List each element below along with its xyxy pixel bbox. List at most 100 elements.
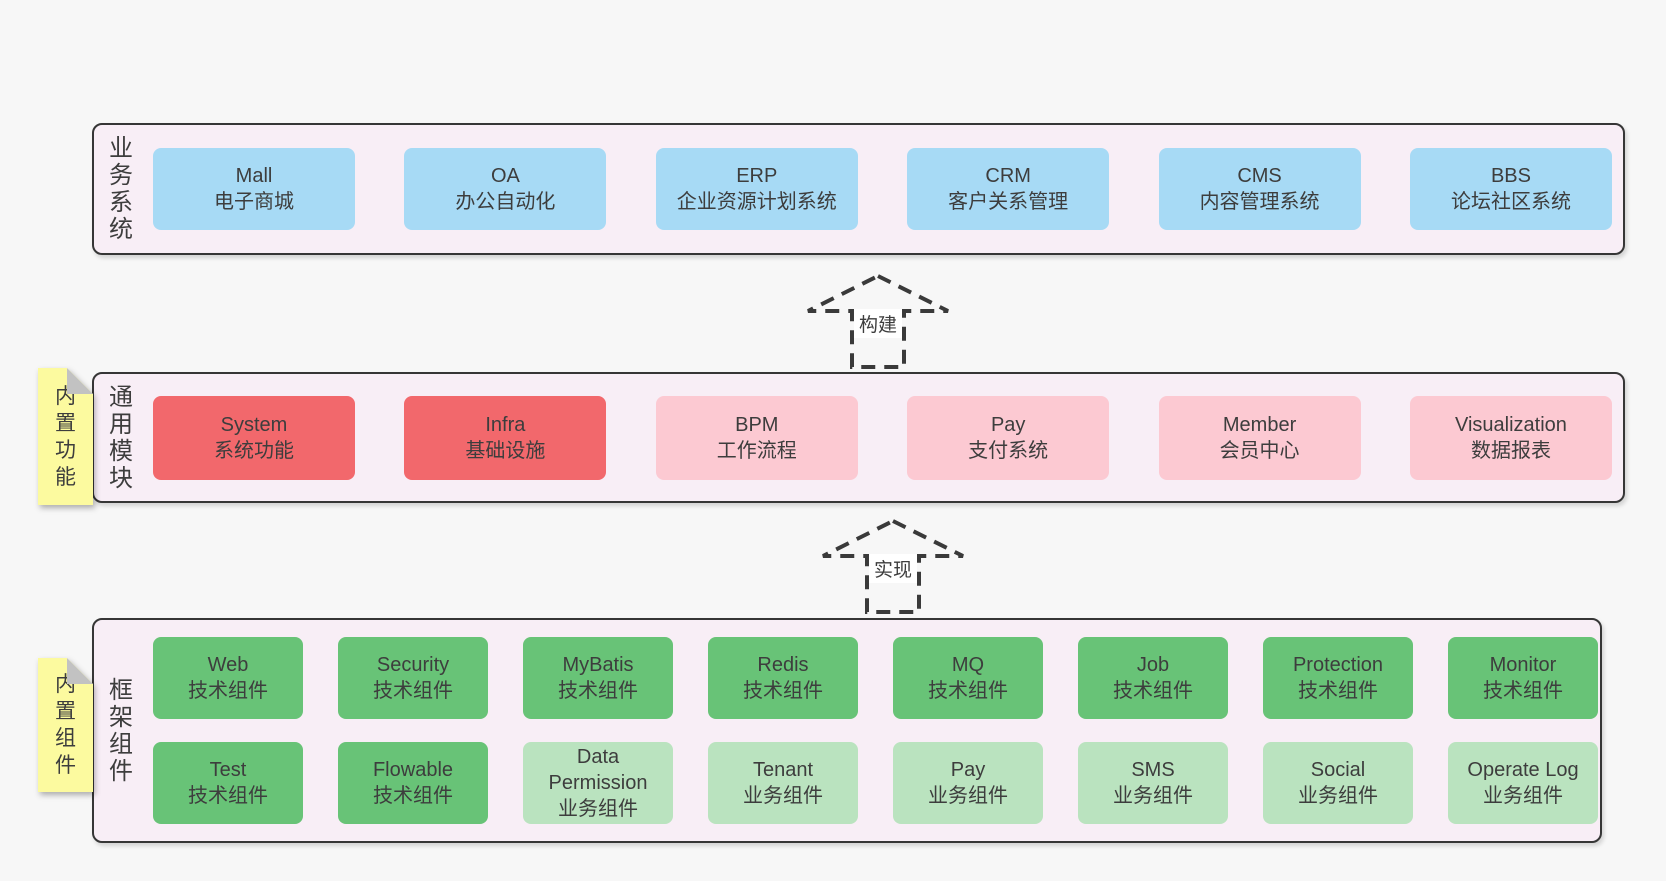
box-flowable: Flowable 技术组件: [338, 742, 488, 824]
sticky-note-built-in-components: 内置组件: [38, 658, 93, 792]
box-desc: 电子商城: [214, 191, 294, 213]
box-oa: OA 办公自动化: [404, 148, 607, 230]
box-bpm: BPM 工作流程: [655, 395, 858, 480]
box-desc: 技术组件: [1483, 680, 1563, 702]
box-mybatis: MyBatis 技术组件: [523, 637, 673, 719]
arrow-label: 构建: [853, 309, 903, 338]
box-name: Security: [376, 654, 450, 676]
box-name: Protection: [1292, 654, 1384, 676]
box-name: Pay: [950, 759, 986, 781]
up-arrow-dashed-icon: [822, 519, 964, 614]
box-desc: 业务组件: [1483, 785, 1563, 807]
box-data-permission: Data Permission 业务组件: [523, 742, 673, 824]
box-name: Member: [1222, 413, 1297, 436]
note-text: 内置组件: [55, 673, 76, 777]
sticky-note-built-in-features: 内置功能: [38, 368, 93, 505]
up-arrow-dashed-icon: [807, 274, 949, 369]
box-name: Data Permission: [548, 746, 648, 794]
box-desc: 会员中心: [1219, 439, 1300, 462]
box-test: Test 技术组件: [153, 742, 303, 824]
box-name: System: [220, 413, 288, 436]
box-name: Visualization: [1454, 413, 1567, 436]
box-desc: 业务组件: [743, 785, 823, 807]
box-tenant: Tenant 业务组件: [708, 742, 858, 824]
box-web: Web 技术组件: [153, 637, 303, 719]
box-mq: MQ 技术组件: [893, 637, 1043, 719]
box-desc: 办公自动化: [455, 191, 556, 213]
box-cms: CMS 内容管理系统: [1158, 148, 1361, 230]
box-desc: 技术组件: [1298, 680, 1378, 702]
box-name: OA: [490, 165, 520, 187]
band-label-components: 框架组件: [109, 676, 133, 785]
box-desc: 支付系统: [968, 439, 1049, 462]
band-label-modules: 通用模块: [109, 383, 133, 492]
box-redis: Redis 技术组件: [708, 637, 858, 719]
box-name: CRM: [985, 165, 1031, 187]
box-desc: 技术组件: [1113, 680, 1193, 702]
box-sms: SMS 业务组件: [1078, 742, 1228, 824]
box-desc: 业务组件: [928, 785, 1008, 807]
box-desc: 技术组件: [188, 785, 268, 807]
box-bbs: BBS 论坛社区系统: [1409, 148, 1612, 230]
box-member: Member 会员中心: [1158, 395, 1361, 480]
box-desc: 基础设施: [465, 439, 546, 462]
arrow-build: 构建: [803, 274, 953, 369]
box-desc: 技术组件: [188, 680, 268, 702]
arrow-implement: 实现: [818, 519, 968, 614]
box-visualization: Visualization 数据报表: [1409, 395, 1612, 480]
note-text: 内置功能: [55, 384, 76, 489]
band-label-business: 业务系统: [109, 135, 133, 243]
box-operate-log: Operate Log 业务组件: [1448, 742, 1598, 824]
box-name: BPM: [735, 413, 779, 436]
box-desc: 数据报表: [1470, 439, 1551, 462]
box-job: Job 技术组件: [1078, 637, 1228, 719]
box-crm: CRM 客户关系管理: [907, 148, 1110, 230]
box-name: Pay: [990, 413, 1026, 436]
box-desc: 系统功能: [214, 439, 294, 462]
arrow-label: 实现: [868, 554, 918, 583]
box-desc: 企业资源计划系统: [676, 191, 837, 213]
box-desc: 论坛社区系统: [1450, 191, 1571, 213]
box-desc: 技术组件: [373, 785, 453, 807]
box-name: SMS: [1131, 759, 1175, 781]
box-name: MQ: [951, 654, 985, 676]
box-name: Tenant: [752, 759, 814, 781]
box-desc: 业务组件: [1298, 785, 1378, 807]
box-desc: 技术组件: [743, 680, 823, 702]
box-social: Social 业务组件: [1263, 742, 1413, 824]
box-desc: 客户关系管理: [948, 191, 1069, 213]
box-name: MyBatis: [562, 654, 634, 676]
box-desc: 技术组件: [928, 680, 1008, 702]
box-desc: 业务组件: [558, 798, 638, 820]
box-name: Mall: [235, 165, 273, 187]
box-system: System 系统功能: [153, 395, 355, 480]
folded-corner-icon: [67, 368, 93, 394]
box-name: ERP: [736, 165, 778, 187]
box-name: Social: [1310, 759, 1366, 781]
box-desc: 技术组件: [558, 680, 638, 702]
box-protection: Protection 技术组件: [1263, 637, 1413, 719]
box-name: Operate Log: [1467, 759, 1579, 781]
box-desc: 工作流程: [716, 439, 797, 462]
folded-corner-icon: [67, 658, 93, 684]
box-desc: 技术组件: [373, 680, 453, 702]
box-name: Flowable: [372, 759, 454, 781]
box-name: Redis: [757, 654, 809, 676]
box-name: Infra: [485, 413, 526, 436]
band-framework-components: 框架组件 Web 技术组件 Security 技术组件 MyBatis 技术组件…: [92, 618, 1602, 843]
box-monitor: Monitor 技术组件: [1448, 637, 1598, 719]
box-desc: 业务组件: [1113, 785, 1193, 807]
box-name: Web: [207, 654, 249, 676]
band-business-systems: 业务系统 Mall 电子商城 OA 办公自动化 ERP 企业资源计划系统 CRM…: [92, 123, 1625, 255]
box-security: Security 技术组件: [338, 637, 488, 719]
band-common-modules: 通用模块 System 系统功能 Infra 基础设施 BPM 工作流程 Pay…: [92, 372, 1625, 503]
box-pay-component: Pay 业务组件: [893, 742, 1043, 824]
box-erp: ERP 企业资源计划系统: [655, 148, 858, 230]
box-name: BBS: [1490, 165, 1531, 187]
box-infra: Infra 基础设施: [404, 395, 607, 480]
box-pay: Pay 支付系统: [907, 395, 1110, 480]
box-name: Test: [209, 759, 247, 781]
box-mall: Mall 电子商城: [153, 148, 355, 230]
box-name: CMS: [1237, 165, 1282, 187]
